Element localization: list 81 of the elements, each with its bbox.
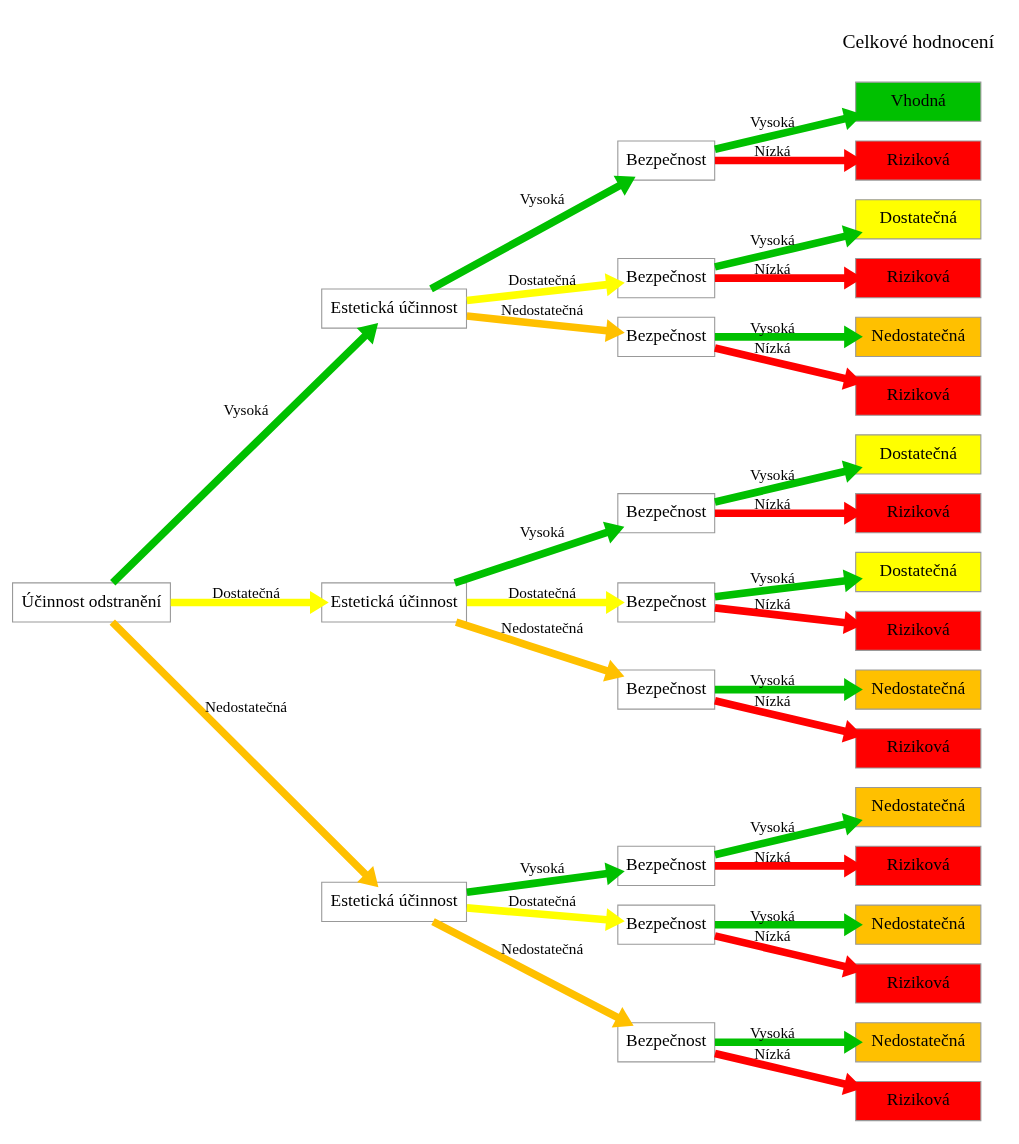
node-box: Bezpečnost — [617, 316, 716, 357]
arrow — [466, 862, 625, 897]
arrow — [714, 678, 863, 702]
edge-label: Vysoká — [749, 318, 795, 336]
arrow — [714, 460, 863, 506]
node-box: Riziková — [855, 140, 982, 181]
arrow — [454, 618, 625, 682]
edge-label: Vysoká — [749, 569, 795, 587]
node-box: Nedostatečná — [855, 316, 982, 357]
node-box: Riziková — [855, 375, 982, 416]
arrow — [714, 225, 863, 271]
edge-label: Nízká — [754, 847, 791, 865]
node-box: Bezpečnost — [617, 845, 716, 887]
node-box: Riziková — [855, 493, 982, 534]
label: Celkové hodnocení — [842, 30, 995, 52]
edge-label: Vysoká — [749, 465, 795, 483]
edge-label: Vysoká — [519, 523, 565, 541]
arrow — [714, 569, 863, 601]
arrow — [466, 591, 625, 614]
node-box: Estetická účinnost — [321, 582, 468, 623]
edge-label: Nedostatečná — [501, 301, 584, 319]
node-box: Bezpečnost — [617, 1022, 716, 1063]
edge-label: Nedostatečná — [501, 940, 584, 958]
node-box: Riziková — [855, 257, 982, 299]
arrow — [714, 813, 863, 859]
arrow — [431, 918, 634, 1028]
node-box: Nedostatečná — [855, 787, 982, 828]
edge-label: Vysoká — [749, 230, 795, 248]
node-box: Nedostatečná — [855, 904, 982, 945]
arrow — [453, 521, 625, 587]
arrow — [110, 323, 379, 586]
node-box: Bezpečnost — [617, 904, 716, 945]
edge-label: Vysoká — [749, 671, 795, 689]
node-box: Estetická účinnost — [321, 288, 468, 329]
arrow — [714, 325, 863, 349]
node-box: Účinnost odstranění — [12, 582, 171, 623]
edge-label: Nízká — [754, 692, 791, 710]
node-box: Dostatečná — [855, 199, 982, 240]
node-box: Riziková — [855, 963, 982, 1004]
node-box: Nedostatečná — [855, 1022, 982, 1063]
arrow — [466, 273, 625, 305]
edge-label: Vysoká — [749, 906, 795, 924]
edge-label: Nízká — [754, 927, 791, 945]
node-box: Bezpečnost — [617, 582, 716, 623]
node-box: Bezpečnost — [617, 493, 716, 534]
edge-label: Vysoká — [223, 401, 269, 419]
node-box: Vhodná — [855, 81, 982, 122]
arrow — [429, 175, 636, 293]
edge-label: Vysoká — [519, 190, 565, 208]
edge-label: Vysoká — [749, 1024, 795, 1042]
node-box: Nedostatečná — [855, 669, 982, 710]
node-box: Dostatečná — [855, 434, 982, 475]
edge-label: Nízká — [754, 595, 791, 613]
arrow — [714, 913, 863, 937]
edge-label: Dostatečná — [212, 584, 280, 602]
edge-label: Nízká — [754, 259, 791, 277]
arrow — [466, 904, 625, 932]
node-box: Riziková — [855, 1080, 982, 1122]
edge-label: Vysoká — [749, 818, 795, 836]
edge-label: Dostatečná — [508, 584, 576, 602]
edge-label: Dostatečná — [508, 270, 576, 288]
edge-label: Nedostatečná — [501, 619, 584, 637]
edge-label: Nízká — [754, 1044, 791, 1062]
arrow — [714, 1030, 863, 1054]
arrow — [109, 619, 379, 888]
node-box: Riziková — [855, 728, 982, 769]
edge-label: Nízká — [754, 339, 791, 357]
node-box: Bezpečnost — [617, 140, 716, 181]
edge-label: Nedostatečná — [205, 697, 288, 715]
edge-label: Vysoká — [519, 858, 565, 876]
node-box: Bezpečnost — [617, 257, 716, 299]
node-box: Bezpečnost — [617, 669, 716, 710]
edge-label: Nízká — [754, 142, 791, 160]
edge-label: Dostatečná — [508, 892, 576, 910]
edge-label: Nízká — [754, 495, 791, 513]
edge-label: Vysoká — [749, 112, 795, 130]
node-box: Estetická účinnost — [321, 881, 468, 922]
node-box: Riziková — [855, 610, 982, 651]
arrow — [466, 312, 625, 343]
node-box: Riziková — [855, 845, 982, 887]
node-box: Dostatečná — [855, 551, 982, 593]
